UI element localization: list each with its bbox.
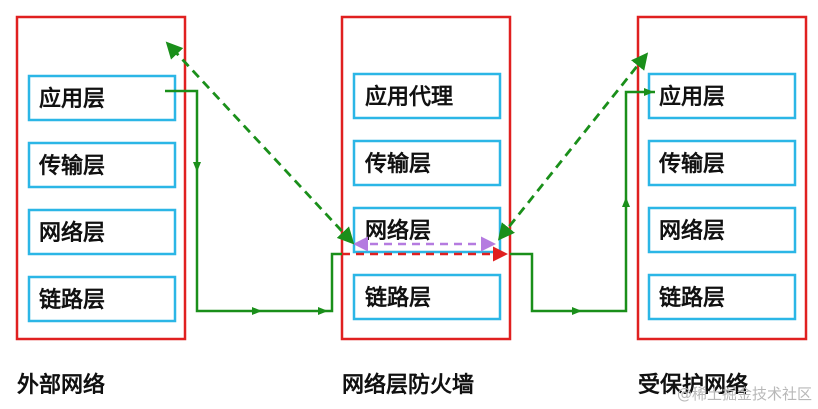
external-layer-transport-box: [27, 141, 177, 189]
protected-layer-link-box: [647, 273, 797, 321]
physical-path-arrow-up: [622, 197, 630, 207]
external-layer-application: 应用层: [39, 86, 105, 112]
logical-path-protected: [497, 52, 649, 241]
watermark: @稀土掘金技术社区: [677, 385, 812, 403]
protected-layer-network-box: [647, 206, 797, 254]
protected-layer-application-box: [647, 72, 797, 120]
caption-external-network: 外部网络: [17, 372, 105, 398]
logical-path-external: [165, 41, 355, 245]
physical-path-external-to-firewall: [165, 89, 342, 313]
physical-path-arrow-down: [193, 162, 201, 172]
zone-firewall: 应用代理 传输层 网络层 链路层: [340, 15, 512, 341]
firewall-layer-application-proxy: 应用代理: [365, 84, 453, 110]
zone-protected: 应用层 传输层 网络层 链路层: [636, 15, 808, 341]
zone-external: 应用层 传输层 网络层 链路层: [15, 15, 187, 341]
protected-layer-transport-box: [647, 139, 797, 187]
external-layer-transport: 传输层: [38, 153, 105, 179]
external-layer-link-box: [27, 275, 177, 323]
external-layer-application-box: [27, 74, 177, 122]
firewall-layer-application-proxy-box: [352, 72, 502, 120]
protected-layer-application: 应用层: [659, 84, 725, 110]
external-layer-network: 网络层: [39, 220, 105, 246]
external-layer-link: 链路层: [39, 287, 105, 313]
protected-layer-link: 链路层: [659, 285, 725, 311]
firewall-layer-link-box: [352, 273, 502, 321]
firewall-layer-network: 网络层: [365, 218, 431, 244]
physical-path-firewall-to-protected: [510, 90, 655, 313]
protected-layer-transport: 传输层: [658, 151, 725, 177]
caption-network-layer-firewall: 网络层防火墙: [342, 372, 474, 398]
physical-path-arrow-right-firewall: [318, 307, 328, 315]
physical-path-arrow-right-left: [252, 307, 262, 315]
physical-path-arrow-right-protected: [572, 307, 582, 315]
firewall-layer-link: 链路层: [365, 285, 431, 311]
firewall-layer-transport: 传输层: [364, 151, 431, 177]
caption-protected-network: 受保护网络: [638, 372, 748, 398]
protected-layer-network: 网络层: [659, 218, 725, 244]
